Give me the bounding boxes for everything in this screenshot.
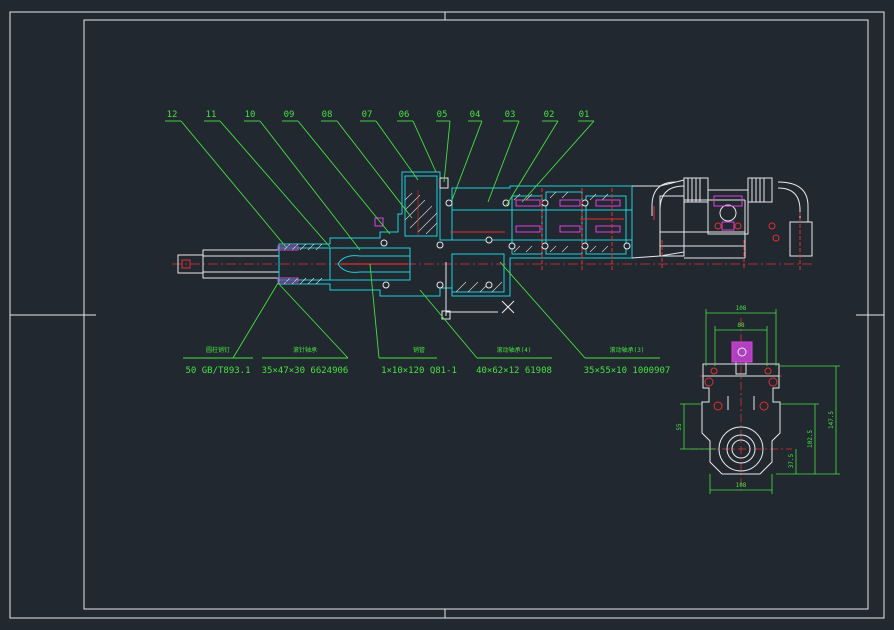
output-shaft (177, 249, 280, 279)
connector-pin (737, 347, 747, 357)
part-number-04: 04 (470, 110, 481, 120)
note-spec: 35×47×30 6624906 (262, 366, 349, 376)
note-title: 滚针轴承 (293, 346, 317, 354)
section-hatching (283, 191, 609, 293)
fasteners (380, 199, 631, 289)
motor-connector-box (731, 341, 753, 363)
part-number-02: 02 (544, 110, 555, 120)
part-number-11: 11 (206, 110, 217, 120)
note-spec: 40×62×12 61908 (476, 366, 552, 376)
part-number-07: 07 (362, 110, 373, 120)
part-number-06: 06 (399, 110, 410, 120)
main-section-view (172, 171, 813, 320)
side-view-dimensions (680, 309, 840, 494)
dim-bottom: 108 (736, 482, 747, 489)
note-title: 滚动轴承(4) (497, 346, 532, 354)
dim-right-mid: 102.5 (807, 430, 814, 448)
note-title: 圆柱销钉 (206, 346, 230, 354)
part-number-01: 01 (579, 110, 590, 120)
part-number-03: 03 (505, 110, 516, 120)
ucs-icon (441, 262, 515, 320)
side-view-bolts (704, 367, 778, 411)
dim-top-inner: 88 (737, 322, 745, 329)
side-view-body (701, 359, 781, 475)
part-number-labels: 12 11 10 09 08 07 06 05 04 03 02 01 (167, 110, 590, 120)
note-title: 销管 (413, 346, 425, 354)
part-number-callouts (165, 120, 595, 251)
motor-assembly (541, 177, 813, 270)
note-spec: 35×55×10 1000907 (584, 366, 671, 376)
part-number-09: 09 (284, 110, 295, 120)
note-spec: 50 GB/T893.1 (185, 366, 250, 376)
part-number-12: 12 (167, 110, 178, 120)
part-number-08: 08 (322, 110, 333, 120)
side-view: 108 88 108 55 37.5 102.5 147.5 (676, 305, 840, 494)
dim-top-outer: 108 (736, 305, 747, 312)
inner-frame (83, 19, 869, 610)
dim-right-small: 37.5 (788, 453, 795, 468)
part-number-05: 05 (437, 110, 448, 120)
note-leaders (183, 261, 660, 359)
frame-center-marks (10, 12, 884, 618)
part-number-10: 10 (245, 110, 256, 120)
note-spec: 1×10×120 Q81-1 (381, 366, 457, 376)
outer-frame (9, 11, 885, 619)
bearing-details (277, 190, 624, 283)
dim-left: 55 (676, 423, 683, 431)
note-labels: 圆柱销钉 50 GB/T893.1 滚针轴承 35×47×30 6624906 销管 1×… (185, 346, 670, 376)
dim-right-total: 147.5 (828, 411, 835, 429)
note-title: 滚动轴承(3) (610, 346, 645, 354)
